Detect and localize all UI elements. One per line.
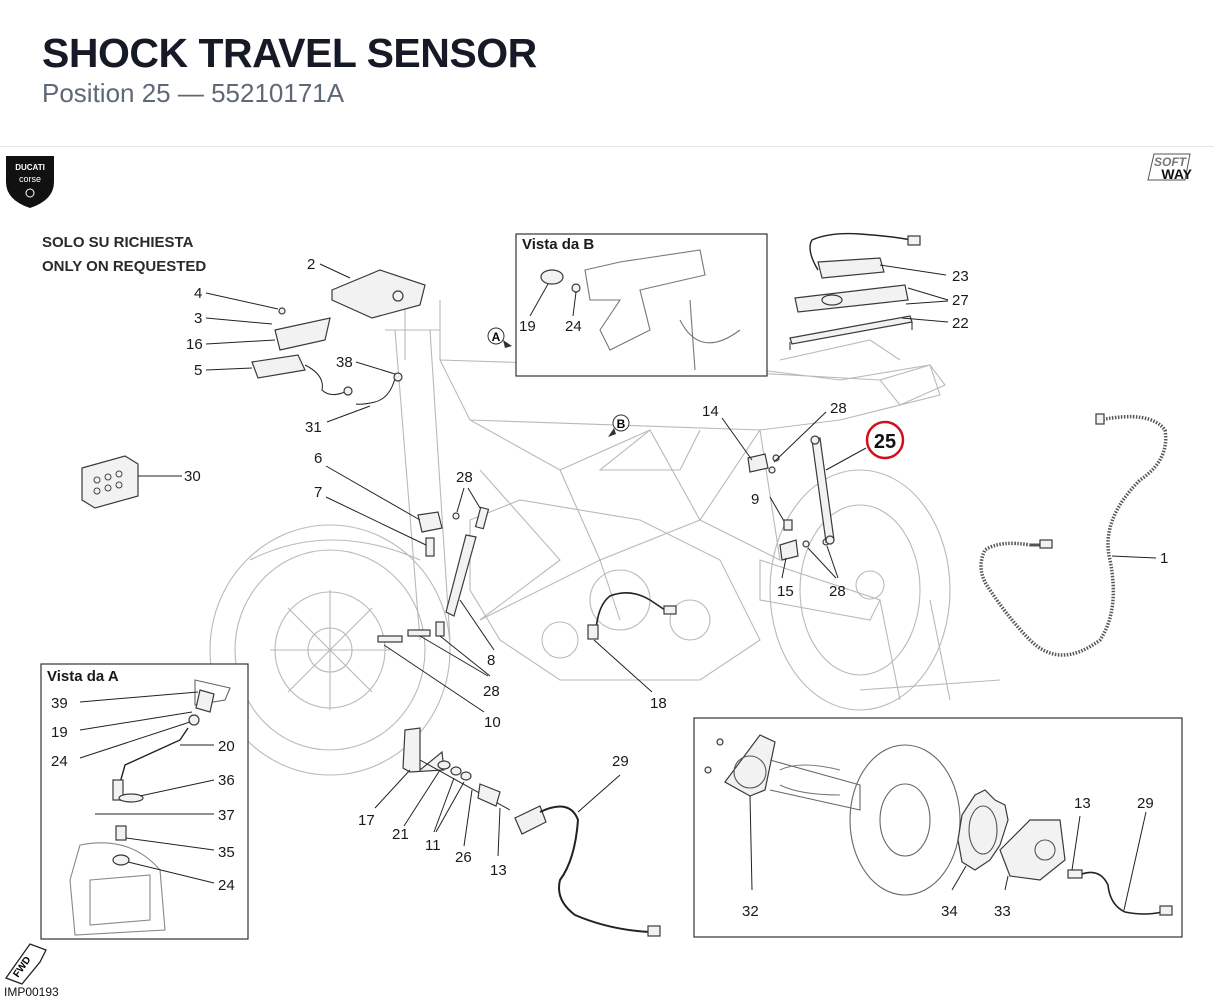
rear-electronics-group: 23 27 22 — [789, 232, 969, 350]
callout-label: 28 — [456, 469, 473, 486]
callout-label: 21 — [392, 826, 409, 843]
callout-label: 26 — [455, 849, 472, 866]
callout-label: 13 — [1074, 795, 1091, 812]
view-b-title: Vista da B — [522, 236, 594, 253]
front-sensor-group: 6 7 28 8 28 10 — [314, 450, 501, 731]
ducati-corse-logo: DUCATI corse — [6, 156, 54, 208]
callout-label: 28 — [483, 683, 500, 700]
callout-label: 23 — [952, 268, 969, 285]
connector-30: 30 — [81, 455, 201, 509]
callout-label: 38 — [336, 354, 353, 371]
callout-label: 9 — [751, 491, 759, 508]
callout-label: corse — [19, 174, 41, 184]
callout-label: 24 — [218, 877, 235, 894]
callout-label: 36 — [218, 772, 235, 789]
callout-label: 31 — [305, 419, 322, 436]
callout-label: 29 — [1137, 795, 1154, 812]
callout-label: 15 — [777, 583, 794, 600]
rear-shock-sensor-group: 14 28 9 15 28 25 — [702, 400, 905, 600]
callout-label: 27 — [952, 292, 969, 309]
callout-label: 20 — [218, 738, 235, 755]
callout-label: 16 — [186, 336, 203, 353]
callout-label: 13 — [490, 862, 507, 879]
motorcycle-outline — [209, 300, 1001, 776]
callout-label: 32 — [742, 903, 759, 920]
view-a-inset: Vista da A 39 19 24 20 36 37 35 24 — [40, 663, 249, 940]
sensor-18: 18 — [587, 592, 677, 712]
callout-label: 2 — [307, 256, 315, 273]
callout-label: 25 — [874, 431, 896, 453]
callout-label: B — [617, 417, 626, 431]
callout-label: 14 — [702, 403, 719, 420]
position-25-highlight: 25 — [865, 420, 905, 460]
wiring-harness-1: 1 — [979, 413, 1168, 657]
callout-label: DUCATI — [15, 163, 45, 172]
callout-label: 34 — [941, 903, 958, 920]
callout-label: 24 — [51, 753, 68, 770]
callout-label: 10 — [484, 714, 501, 731]
callout-label: 18 — [650, 695, 667, 712]
callout-label: 35 — [218, 844, 235, 861]
callout-label: 17 — [358, 812, 375, 829]
callout-label: 8 — [487, 652, 495, 669]
parts-data-logger-group: 2 4 3 16 5 38 31 — [186, 256, 426, 436]
view-a-title: Vista da A — [47, 668, 119, 685]
note-italian: SOLO SU RICHIESTA — [42, 234, 194, 251]
callout-label: 5 — [194, 362, 202, 379]
callout-label: 19 — [51, 724, 68, 741]
softway-logo: SOFT WAY — [1147, 153, 1193, 182]
callout-label: 29 — [612, 753, 629, 770]
callout-label: 4 — [194, 285, 202, 302]
view-b-inset: Vista da B 19 24 — [515, 233, 768, 377]
callout-label: 22 — [952, 315, 969, 332]
callout-label: WAY — [1161, 166, 1192, 182]
callout-label: 3 — [194, 310, 202, 327]
callout-label: 39 — [51, 695, 68, 712]
view-b-marker: B — [608, 414, 630, 437]
drawing-code: IMP00193 — [4, 985, 59, 999]
view-a-marker: A — [487, 327, 512, 348]
callout-label: 11 — [425, 837, 441, 854]
callout-label: 1 — [1160, 550, 1168, 567]
callout-label: 37 — [218, 807, 235, 824]
callout-label: SOFT — [1154, 155, 1188, 169]
rear-wheel-detail-inset: 32 34 33 13 29 — [693, 717, 1183, 938]
note-english: ONLY ON REQUESTED — [42, 258, 206, 275]
callout-label: 19 — [519, 318, 536, 335]
front-speed-sensor-group: 17 21 11 26 13 29 — [358, 727, 661, 937]
callout-label: 24 — [565, 318, 582, 335]
header-divider — [0, 146, 1214, 147]
callout-label: 6 — [314, 450, 322, 467]
callout-label: 33 — [994, 903, 1011, 920]
forward-direction-icon: FWD — [4, 943, 47, 985]
callout-label: 7 — [314, 484, 322, 501]
page-title: SHOCK TRAVEL SENSOR — [42, 30, 537, 76]
callout-label: 28 — [830, 400, 847, 417]
callout-label: 30 — [184, 468, 201, 485]
callout-label: A — [492, 330, 501, 344]
shock-travel-sensor — [811, 437, 835, 543]
page-subtitle: Position 25 — 55210171A — [42, 78, 345, 108]
callout-label: 28 — [829, 583, 846, 600]
